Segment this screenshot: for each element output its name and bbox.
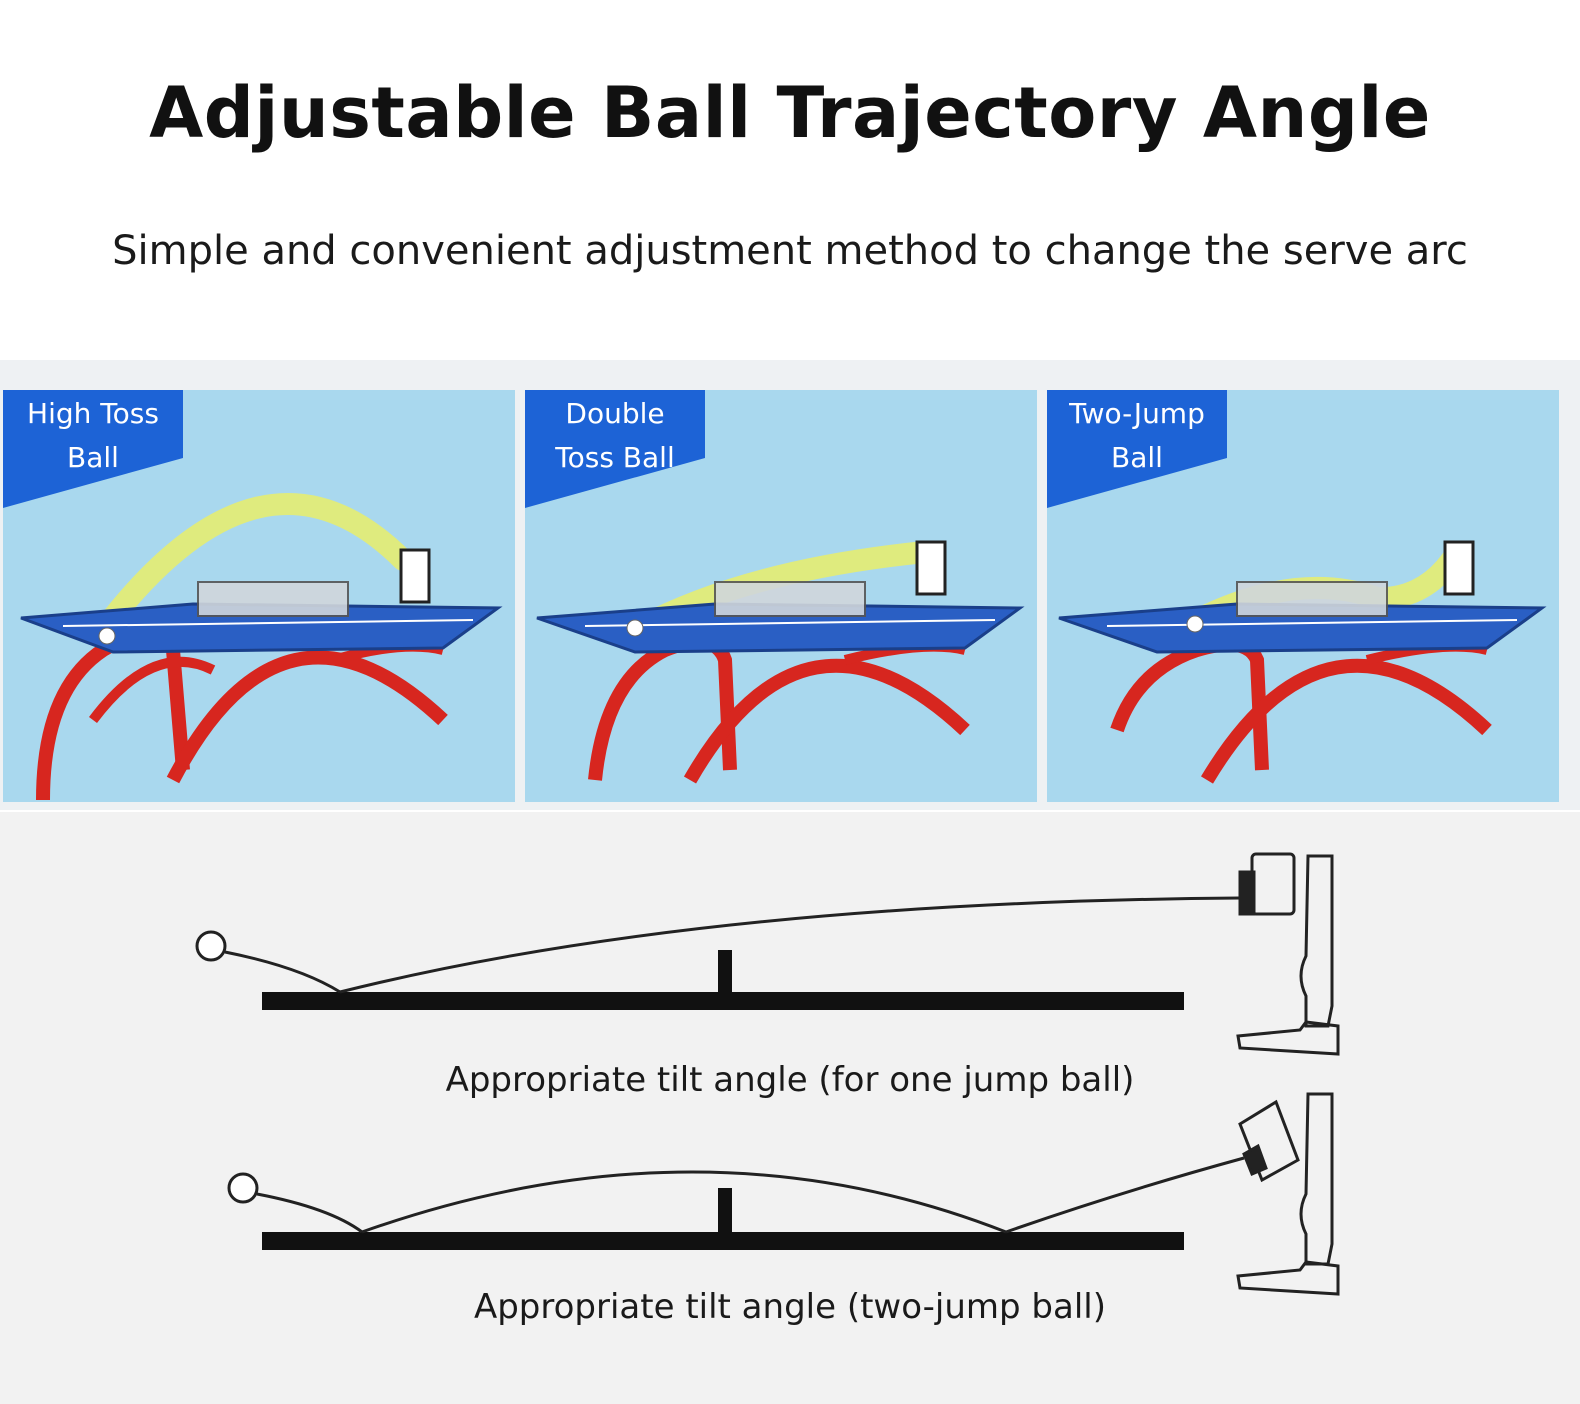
page-subtitle: Simple and convenient adjustment method … <box>112 228 1468 274</box>
badge-line-2: Toss Ball <box>555 441 675 474</box>
badge-line-2: Ball <box>1111 441 1163 474</box>
badge-line-2: Ball <box>67 441 119 474</box>
badge-line-1: High Toss <box>27 397 159 430</box>
ping-pong-table-icon <box>1058 540 1547 784</box>
panel-two-jump: Two-Jump Ball <box>1047 390 1559 802</box>
badge-line-1: Double <box>565 397 665 430</box>
panel-high-toss: High Toss Ball <box>3 390 515 802</box>
page-title: Adjustable Ball Trajectory Angle <box>149 72 1431 154</box>
caption-two-jump: Appropriate tilt angle (two-jump ball) <box>473 1287 1107 1327</box>
panel-double-toss: Double Toss Ball <box>525 390 1037 802</box>
one-jump-diagram <box>195 852 1340 1056</box>
ping-pong-table-icon <box>536 540 1025 784</box>
ball-icon <box>195 930 227 962</box>
net-icon <box>718 950 732 994</box>
two-jump-diagram <box>227 1092 1340 1296</box>
caption-one-jump: Appropriate tilt angle (for one jump bal… <box>445 1060 1135 1100</box>
ball-machine-icon <box>1236 852 1340 1056</box>
trajectory-diagrams <box>195 852 1340 1296</box>
table-line-icon <box>262 1232 1184 1250</box>
diagram-area <box>0 812 1580 1404</box>
table-line-icon <box>262 992 1184 1010</box>
net-icon <box>718 1188 732 1234</box>
panel-badge: Double Toss Ball <box>525 390 705 512</box>
ball-machine-icon <box>1236 1092 1340 1296</box>
badge-line-1: Two-Jump <box>1069 397 1205 430</box>
ping-pong-table-icon <box>20 493 503 801</box>
ball-icon <box>227 1172 259 1204</box>
panel-badge: High Toss Ball <box>3 390 183 512</box>
panel-badge: Two-Jump Ball <box>1047 390 1227 512</box>
